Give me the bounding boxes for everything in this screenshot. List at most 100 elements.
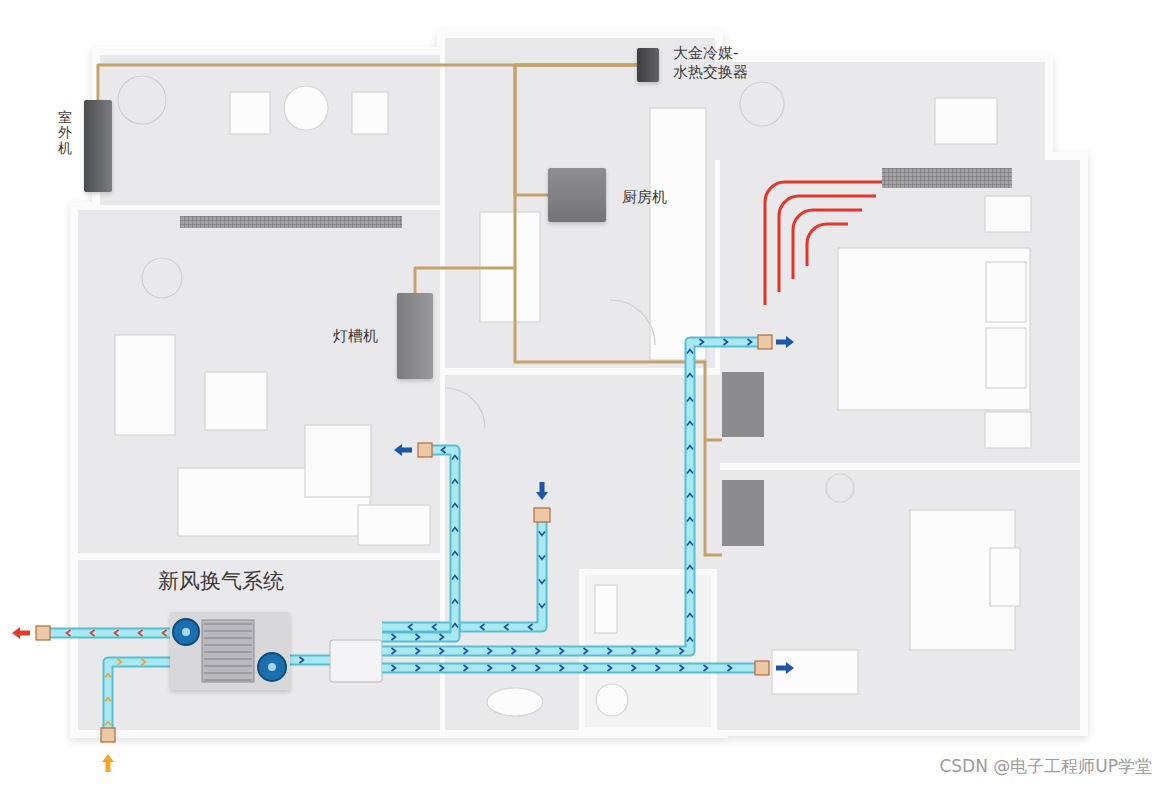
flow-chevron bbox=[539, 556, 545, 560]
fresh-air-unit-detail bbox=[170, 612, 290, 690]
flow-chevron bbox=[392, 634, 396, 640]
flow-chevron bbox=[584, 665, 588, 671]
flow-chevron bbox=[409, 624, 413, 630]
ceiling-grille bbox=[882, 168, 1012, 188]
walls bbox=[70, 30, 1088, 738]
flow-chevron bbox=[632, 648, 636, 654]
duct-outlet bbox=[36, 626, 50, 640]
airflow-arrow bbox=[394, 444, 412, 456]
ducts bbox=[12, 335, 794, 772]
outdoor-unit: 室外机 bbox=[84, 100, 112, 192]
flow-chevron bbox=[687, 350, 693, 354]
flow-chevron bbox=[700, 339, 704, 345]
flow-chevron bbox=[687, 566, 693, 570]
duct-junction-box bbox=[330, 640, 382, 682]
flow-chevron bbox=[680, 665, 684, 671]
flow-chevron bbox=[687, 398, 693, 402]
furniture bbox=[115, 86, 1031, 716]
flow-chevron bbox=[539, 532, 545, 536]
flow-chevron bbox=[442, 447, 446, 453]
flow-chevron bbox=[687, 614, 693, 618]
flow-chevron bbox=[680, 648, 684, 654]
airflow-arrow bbox=[776, 662, 794, 674]
flow-chevron bbox=[115, 630, 119, 636]
flow-chevron bbox=[67, 630, 71, 636]
flow-chevron bbox=[488, 665, 492, 671]
flow-chevron bbox=[452, 600, 458, 604]
flow-chevron bbox=[656, 648, 660, 654]
airflow-arrow bbox=[776, 336, 794, 348]
duct bbox=[48, 630, 176, 637]
kitchen-unit: 厨房机 bbox=[548, 168, 606, 222]
flow-chevron bbox=[416, 665, 420, 671]
flow-chevron bbox=[481, 624, 485, 630]
duct-outlet bbox=[758, 335, 772, 349]
flow-chevron bbox=[488, 648, 492, 654]
duct bbox=[382, 665, 755, 672]
flow-chevron bbox=[539, 604, 545, 608]
flow-chevron bbox=[687, 446, 693, 450]
duct bbox=[290, 655, 330, 666]
heat-exchanger: 大金冷媒- 水热交换器 bbox=[637, 48, 659, 82]
flow-chevron bbox=[505, 624, 509, 630]
duct bbox=[382, 450, 455, 637]
flow-chevron bbox=[105, 722, 111, 726]
duct-outlet bbox=[534, 508, 550, 522]
unit-label: 大金冷媒- 水热交换器 bbox=[673, 44, 757, 82]
flow-chevron bbox=[584, 648, 588, 654]
flow-chevron bbox=[452, 528, 458, 532]
flow-chevron bbox=[687, 518, 693, 522]
flow-chevron bbox=[416, 648, 420, 654]
unit-label: 厨房机 bbox=[622, 188, 680, 207]
duct bbox=[382, 522, 542, 627]
flow-chevron bbox=[529, 624, 533, 630]
duct bbox=[382, 342, 758, 651]
airflow-arrow bbox=[536, 482, 548, 500]
refrigerant-pipe bbox=[98, 65, 637, 100]
duct-outlet bbox=[101, 728, 115, 742]
flow-chevron bbox=[608, 665, 612, 671]
flow-chevron bbox=[452, 504, 458, 508]
flow-chevron bbox=[512, 665, 516, 671]
flow-chevron bbox=[452, 576, 458, 580]
airflow-arrow bbox=[12, 627, 30, 639]
flow-chevron bbox=[142, 659, 146, 665]
fresh-air-unit: 新风换气系统 bbox=[170, 612, 290, 690]
duct bbox=[382, 663, 755, 674]
flow-chevron bbox=[560, 648, 564, 654]
ceiling-grille bbox=[180, 216, 402, 228]
duct bbox=[382, 522, 542, 627]
flow-chevron bbox=[452, 552, 458, 556]
flow-chevron bbox=[163, 630, 167, 636]
flow-chevron bbox=[536, 648, 540, 654]
duct bbox=[290, 657, 330, 664]
flow-chevron bbox=[440, 634, 444, 640]
flow-chevron bbox=[452, 624, 458, 628]
duct-outlet bbox=[755, 661, 769, 675]
flow-chevron bbox=[433, 624, 437, 630]
flow-chevron bbox=[392, 648, 396, 654]
flow-chevron bbox=[440, 665, 444, 671]
flow-chevron bbox=[656, 665, 660, 671]
refrigerant-pipe bbox=[415, 65, 637, 293]
duct bbox=[382, 342, 758, 651]
flow-chevron bbox=[105, 674, 111, 678]
flow-chevron bbox=[105, 698, 111, 702]
duct-outlet bbox=[418, 443, 432, 457]
flow-chevron bbox=[91, 630, 95, 636]
airflow-arrow bbox=[102, 754, 114, 772]
flow-chevron bbox=[687, 494, 693, 498]
flow-chevron bbox=[632, 665, 636, 671]
flow-chevron bbox=[560, 665, 564, 671]
flow-chevron bbox=[440, 648, 444, 654]
flow-chevron bbox=[687, 374, 693, 378]
flow-chevron bbox=[704, 665, 708, 671]
plants bbox=[118, 76, 854, 502]
flow-chevron bbox=[687, 422, 693, 426]
flow-chevron bbox=[464, 648, 468, 654]
indoor-unit bbox=[722, 372, 764, 546]
unit-label: 新风换气系统 bbox=[158, 568, 278, 594]
room-floors bbox=[78, 38, 1080, 730]
